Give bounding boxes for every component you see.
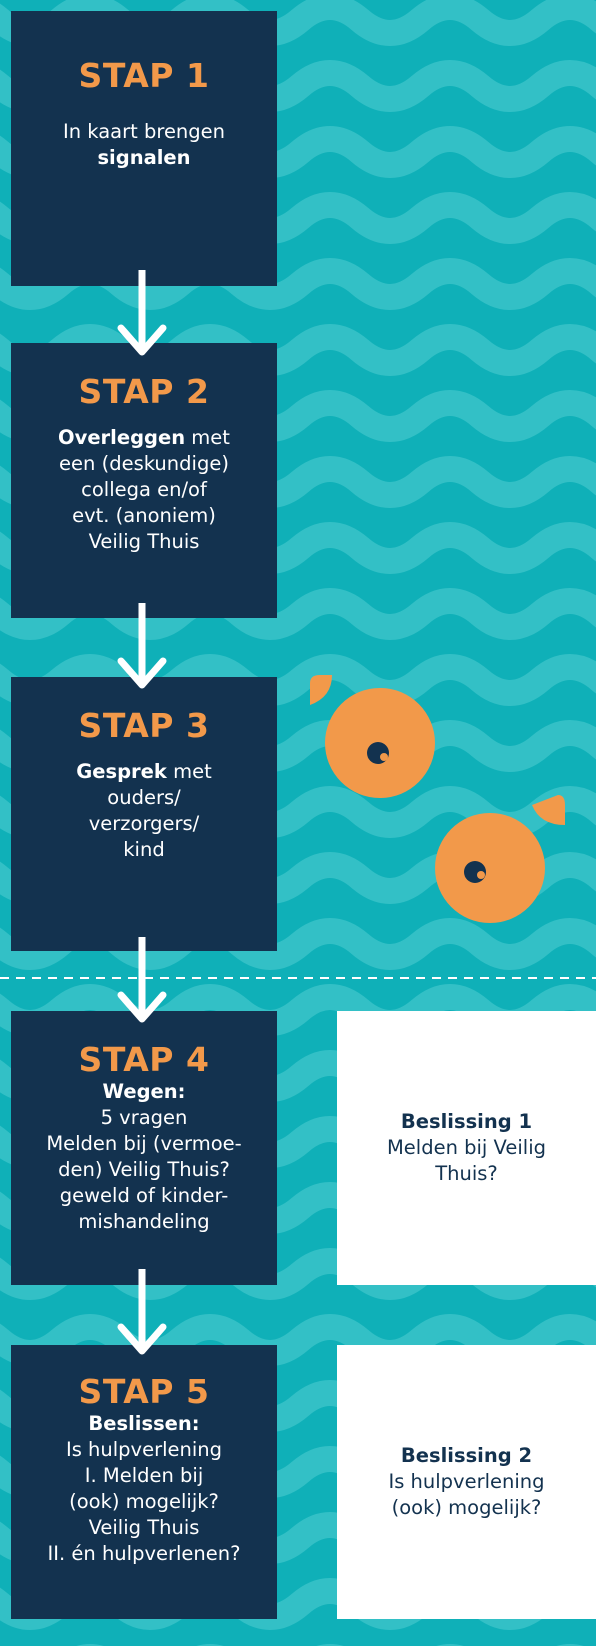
- step-text-line: Gesprek met: [19, 759, 269, 785]
- step-text: mishandeling: [78, 1210, 210, 1233]
- step-title: STAP 3: [78, 706, 210, 745]
- step-text: In kaart brengen: [62, 120, 226, 143]
- down-arrow-icon: [117, 937, 167, 1023]
- step-text: een (deskundige): [59, 452, 229, 475]
- step-text-line: een (deskundige): [19, 451, 269, 477]
- down-arrow-icon: [117, 1269, 167, 1355]
- decision-box-2: Beslissing 2 Is hulpverlening (ook) mogeli…: [337, 1345, 596, 1619]
- step-text: Is hulpverlening: [65, 1438, 223, 1461]
- step-title: STAP 1: [78, 56, 210, 95]
- step-keyword: Wegen:: [102, 1080, 186, 1103]
- step-text-line: geweld of kinder-: [19, 1183, 269, 1209]
- decision-title: Beslissing 2: [400, 1444, 533, 1467]
- step-text: Veilig Thuis: [88, 1516, 200, 1539]
- step-text-line: I. Melden bij: [19, 1463, 269, 1489]
- step-text-line: kind: [19, 837, 269, 863]
- down-arrow-icon: [117, 270, 167, 356]
- step-text-line: den) Veilig Thuis?: [19, 1157, 269, 1183]
- step-text: 5 vragen: [100, 1106, 188, 1129]
- decision-text-line: (ook) mogelijk?: [391, 1496, 542, 1519]
- step-text: Veilig Thuis: [88, 530, 200, 553]
- section-divider: [0, 977, 596, 979]
- step-text: met: [185, 426, 230, 449]
- step-text-line: ouders/: [19, 785, 269, 811]
- step-text: Melden bij (vermoe-: [46, 1132, 242, 1155]
- step-text-line: Is hulpverlening: [19, 1437, 269, 1463]
- decision-text-line: Thuis?: [435, 1162, 498, 1185]
- down-arrow-icon: [117, 603, 167, 689]
- step-text: den) Veilig Thuis?: [58, 1158, 230, 1181]
- step-keyword: Beslissen:: [88, 1412, 200, 1435]
- step-text: II. én hulpverlenen?: [47, 1542, 241, 1565]
- step-text: kind: [123, 838, 165, 861]
- decision-text-line: Melden bij Veilig: [386, 1136, 547, 1159]
- step-text-line: mishandeling: [19, 1209, 269, 1235]
- step-keyword: Overleggen: [58, 426, 186, 449]
- step-text-line: Beslissen:: [19, 1411, 269, 1437]
- step-text: met: [166, 760, 212, 783]
- step-text: ouders/: [107, 786, 181, 809]
- step-text-line: 5 vragen: [19, 1105, 269, 1131]
- step-text-line: signalen: [19, 145, 269, 171]
- step-text-line: In kaart brengen: [19, 119, 269, 145]
- step-box-1: STAP 1 In kaart brengen signalen: [11, 11, 277, 286]
- step-text-line: Overleggen met: [19, 425, 269, 451]
- fish-icon: [310, 675, 435, 798]
- step-text-line: Veilig Thuis: [19, 529, 269, 555]
- step-text: I. Melden bij: [84, 1464, 204, 1487]
- decision-title: Beslissing 1: [400, 1110, 533, 1133]
- step-text-line: evt. (anoniem): [19, 503, 269, 529]
- step-text-line: Wegen:: [19, 1079, 269, 1105]
- step-text: geweld of kinder-: [59, 1184, 229, 1207]
- step-title: STAP 2: [78, 372, 210, 411]
- step-text: (ook) mogelijk?: [69, 1490, 219, 1513]
- step-text: evt. (anoniem): [72, 504, 216, 527]
- step-title: STAP 4: [78, 1040, 210, 1079]
- fish-icon: [435, 795, 565, 923]
- decision-text-line: Is hulpverlening: [388, 1470, 545, 1493]
- step-text-line: collega en/of: [19, 477, 269, 503]
- step-text: collega en/of: [81, 478, 207, 501]
- step-text-line: (ook) mogelijk?: [19, 1489, 269, 1515]
- step-text-line: Veilig Thuis: [19, 1515, 269, 1541]
- step-text: verzorgers/: [88, 812, 200, 835]
- step-text-line: Melden bij (vermoe-: [19, 1131, 269, 1157]
- step-title: STAP 5: [78, 1372, 210, 1411]
- fish-decoration: [310, 675, 565, 923]
- step-text-line: verzorgers/: [19, 811, 269, 837]
- step-text-line: II. én hulpverlenen?: [19, 1541, 269, 1567]
- step-keyword: Gesprek: [76, 760, 167, 783]
- step-keyword: signalen: [97, 146, 191, 169]
